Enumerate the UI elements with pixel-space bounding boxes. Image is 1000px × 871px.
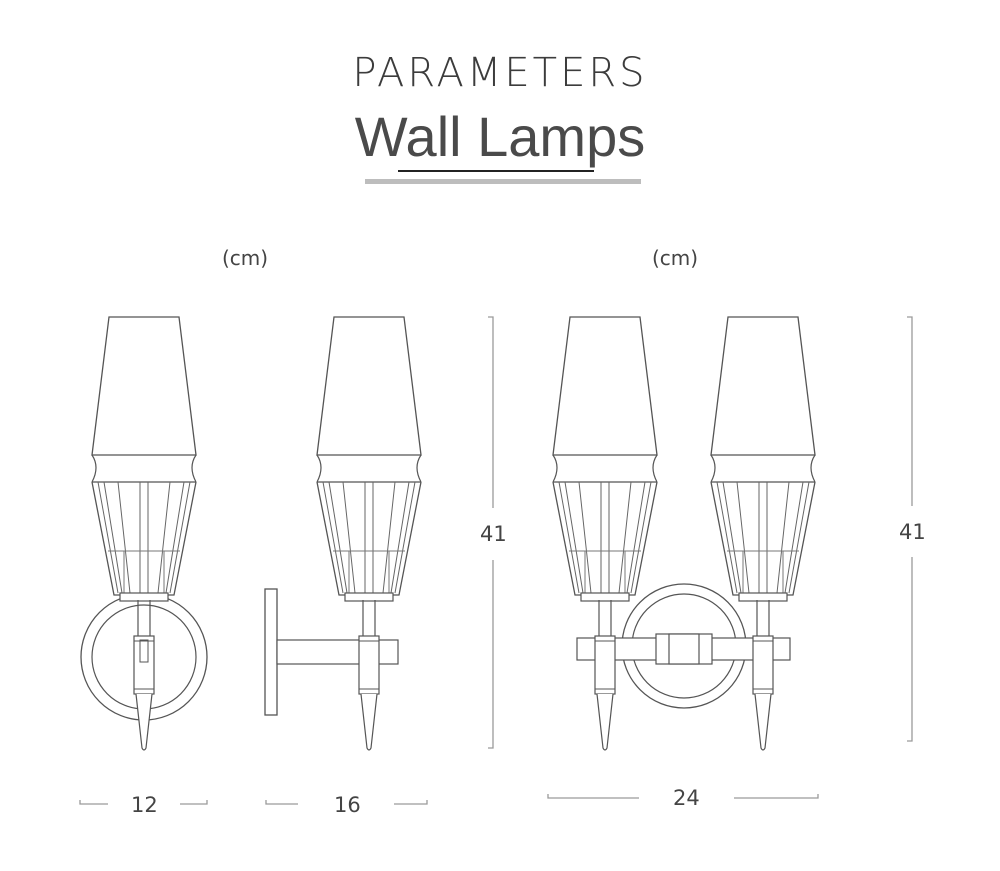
double-width-label: 24: [673, 786, 700, 810]
unit-label-single: (cm): [222, 246, 269, 270]
page-title: Wall Lamps: [354, 105, 646, 168]
unit-label-double: (cm): [652, 246, 699, 270]
single-lamp-side-view: [264, 316, 422, 751]
double-lamp-front-view: [552, 316, 816, 751]
title-underline: [398, 170, 594, 172]
single-front-width-label: 12: [131, 793, 158, 817]
single-lamp-front-view: [80, 316, 208, 751]
double-height-label: 41: [899, 520, 926, 544]
title-divider: [365, 179, 641, 184]
single-height-label: 41: [480, 522, 507, 546]
dimension-lines: [79, 316, 913, 805]
single-side-depth-label: 16: [334, 793, 361, 817]
parameters-heading: PARAMETERS: [352, 50, 648, 96]
